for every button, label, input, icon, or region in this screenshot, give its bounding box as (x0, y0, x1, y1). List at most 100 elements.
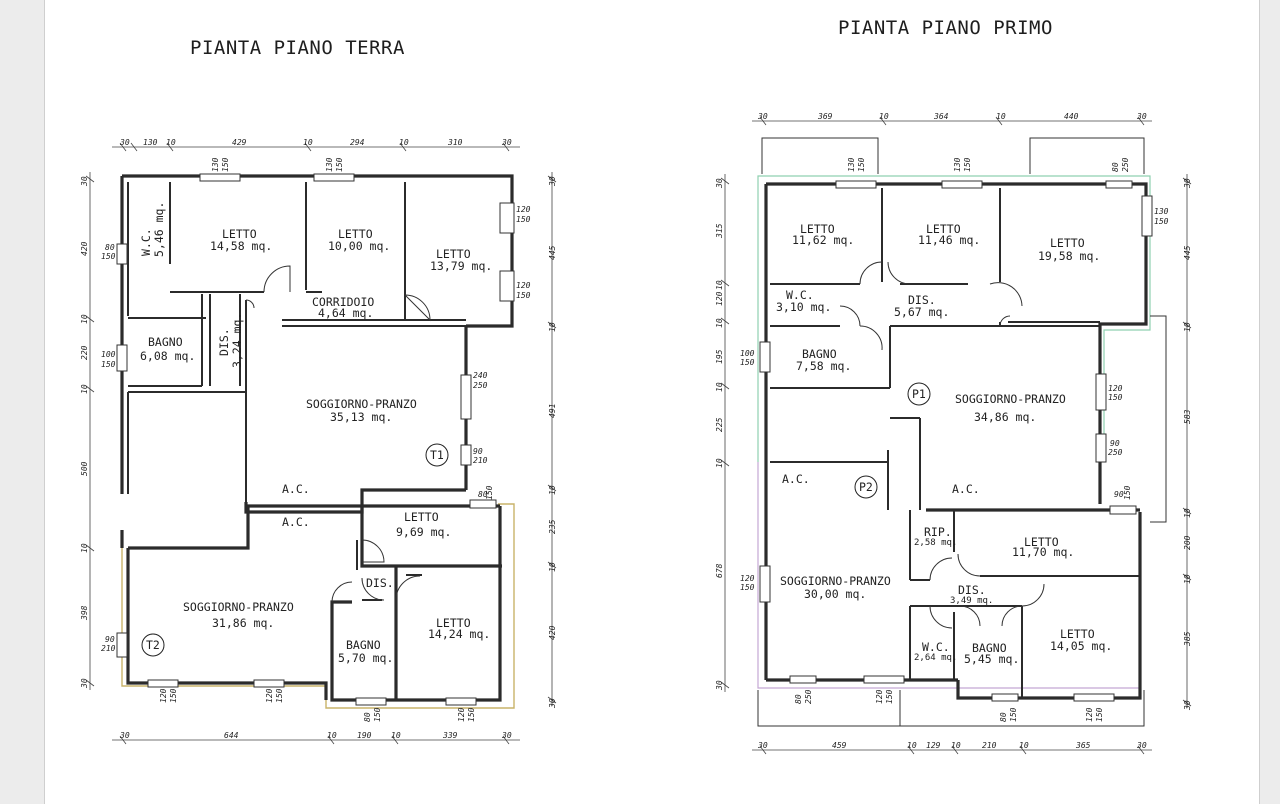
svg-text:644: 644 (224, 731, 239, 740)
svg-text:150: 150 (485, 485, 494, 500)
letto-area: 10,00 mq. (328, 239, 390, 253)
svg-text:294: 294 (350, 138, 365, 147)
wc-area: 5,46 mq. (152, 202, 166, 257)
svg-text:150: 150 (1108, 393, 1123, 402)
svg-text:150: 150 (963, 157, 972, 172)
svg-text:491: 491 (548, 404, 557, 418)
svg-text:420: 420 (80, 241, 89, 256)
svg-text:190: 190 (357, 731, 372, 740)
svg-text:195: 195 (715, 349, 724, 364)
wc-area: 3,10 mq. (776, 300, 831, 314)
svg-text:10: 10 (1183, 508, 1192, 518)
unit-marker-p1: P1 (907, 382, 931, 406)
svg-text:90: 90 (473, 447, 483, 456)
svg-text:30: 30 (757, 112, 768, 121)
bagno-area: 7,58 mq. (796, 359, 851, 373)
ground-room-labels: W.C. 5,46 mq. LETTO 14,58 mq. LETTO 10,0… (139, 202, 492, 665)
svg-text:583: 583 (1183, 409, 1192, 424)
first-windows (759, 180, 1153, 702)
bagno-label: BAGNO (972, 641, 1007, 655)
svg-text:10: 10 (327, 731, 337, 740)
svg-text:150: 150 (275, 688, 284, 703)
letto-label: LETTO (338, 227, 373, 241)
svg-text:440: 440 (1064, 112, 1079, 121)
svg-text:120: 120 (875, 689, 884, 704)
svg-text:250: 250 (804, 689, 813, 704)
svg-text:10: 10 (996, 112, 1006, 121)
svg-text:10: 10 (951, 741, 961, 750)
ground-door-swings (245, 265, 431, 603)
svg-text:150: 150 (857, 157, 866, 172)
svg-text:10: 10 (1019, 741, 1029, 750)
svg-text:240: 240 (473, 371, 488, 380)
svg-text:120: 120 (1085, 707, 1094, 722)
svg-text:315: 315 (715, 223, 724, 239)
svg-text:10: 10 (548, 485, 557, 495)
dis-area: 3,49 mq. (950, 596, 993, 606)
svg-text:150: 150 (335, 157, 344, 172)
soggiorno-area: 31,86 mq. (212, 616, 274, 630)
first-room-labels: LETTO 11,62 mq. LETTO 11,46 mq. LETTO 19… (776, 222, 1112, 666)
ac-label: A.C. (782, 472, 810, 486)
svg-text:150: 150 (740, 358, 755, 367)
ac-label: A.C. (282, 515, 310, 529)
svg-text:120: 120 (740, 574, 755, 583)
svg-text:30: 30 (1183, 178, 1192, 189)
svg-text:P2: P2 (859, 480, 873, 494)
ac-label: A.C. (282, 482, 310, 496)
svg-text:10: 10 (391, 731, 401, 740)
first-balcony-lines (757, 137, 1167, 727)
svg-text:150: 150 (516, 215, 531, 224)
svg-text:235: 235 (548, 519, 557, 534)
unit-marker-p2: P2 (854, 475, 878, 499)
svg-text:120: 120 (715, 291, 724, 306)
soggiorno-area: 34,86 mq. (974, 410, 1036, 424)
ground-window-labels: 130 150 130 150 120 150 120 150 80 150 1… (101, 157, 531, 722)
letto-area: 19,58 mq. (1038, 249, 1100, 263)
ground-floor-plan: 30 130 10 429 10 294 10 310 30 30 644 10… (80, 138, 557, 745)
svg-text:120: 120 (457, 707, 466, 722)
letto-area: 14,05 mq. (1050, 639, 1112, 653)
svg-text:130: 130 (143, 138, 158, 147)
ground-dimension-text: 30 130 10 429 10 294 10 310 30 30 644 10… (80, 138, 557, 740)
soggiorno-label: SOGGIORNO-PRANZO (955, 392, 1066, 406)
svg-text:80: 80 (794, 694, 803, 704)
svg-text:398: 398 (80, 605, 89, 621)
wc-area: 2,64 mq. (914, 653, 957, 663)
svg-text:T2: T2 (146, 638, 160, 652)
svg-text:30: 30 (119, 138, 130, 147)
dis-label: DIS. (366, 576, 394, 590)
svg-text:30: 30 (501, 138, 512, 147)
letto-area: 11,62 mq. (792, 233, 854, 247)
soggiorno-label: SOGGIORNO-PRANZO (183, 600, 294, 614)
svg-text:10: 10 (548, 562, 557, 572)
letto-label: LETTO (222, 227, 257, 241)
svg-text:80: 80 (363, 712, 372, 722)
ground-unit-boundary (121, 503, 515, 709)
svg-text:30: 30 (548, 176, 557, 187)
svg-text:310: 310 (447, 138, 463, 147)
svg-text:10: 10 (907, 741, 917, 750)
wc-label: W.C. (139, 228, 153, 256)
svg-text:10: 10 (715, 280, 724, 290)
svg-text:369: 369 (817, 112, 833, 121)
unit-marker-t1: T1 (425, 443, 449, 467)
svg-text:130: 130 (325, 157, 334, 172)
soggiorno-area: 30,00 mq. (804, 587, 866, 601)
unit-marker-t2: T2 (141, 633, 165, 657)
svg-text:80: 80 (999, 712, 1008, 722)
letto-area: 14,58 mq. (210, 239, 272, 253)
svg-text:150: 150 (1123, 485, 1132, 500)
first-dimension-lines (720, 116, 1192, 755)
svg-text:30: 30 (757, 741, 768, 750)
letto-label: LETTO (436, 616, 471, 630)
svg-text:80: 80 (105, 243, 115, 252)
svg-text:10: 10 (166, 138, 176, 147)
svg-text:150: 150 (885, 689, 894, 704)
ground-floor-title: PIANTA PIANO TERRA (190, 37, 405, 59)
letto-label: LETTO (926, 222, 961, 236)
svg-text:90: 90 (1110, 439, 1120, 448)
first-door-swings (839, 261, 1045, 629)
svg-text:10: 10 (715, 318, 724, 328)
